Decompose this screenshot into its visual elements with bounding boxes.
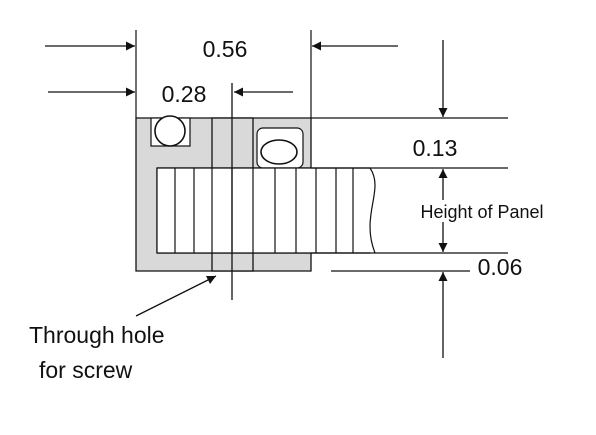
seal-bead-left	[154, 115, 186, 147]
dim-label-bottom-offset: 0.06	[478, 254, 523, 280]
leader-arrow-through-hole	[135, 275, 217, 317]
seal-bead-right	[260, 139, 298, 165]
panel-break-line	[369, 167, 376, 254]
dim-label-half-width: 0.28	[162, 81, 207, 107]
dim-label-overall-width: 0.56	[203, 36, 248, 62]
panel-strip	[157, 168, 369, 253]
label-for-screw: for screw	[39, 357, 133, 383]
label-height-of-panel: Height of Panel	[420, 202, 543, 222]
dim-label-top-offset: 0.13	[413, 135, 458, 161]
label-through-hole: Through hole	[29, 322, 165, 348]
